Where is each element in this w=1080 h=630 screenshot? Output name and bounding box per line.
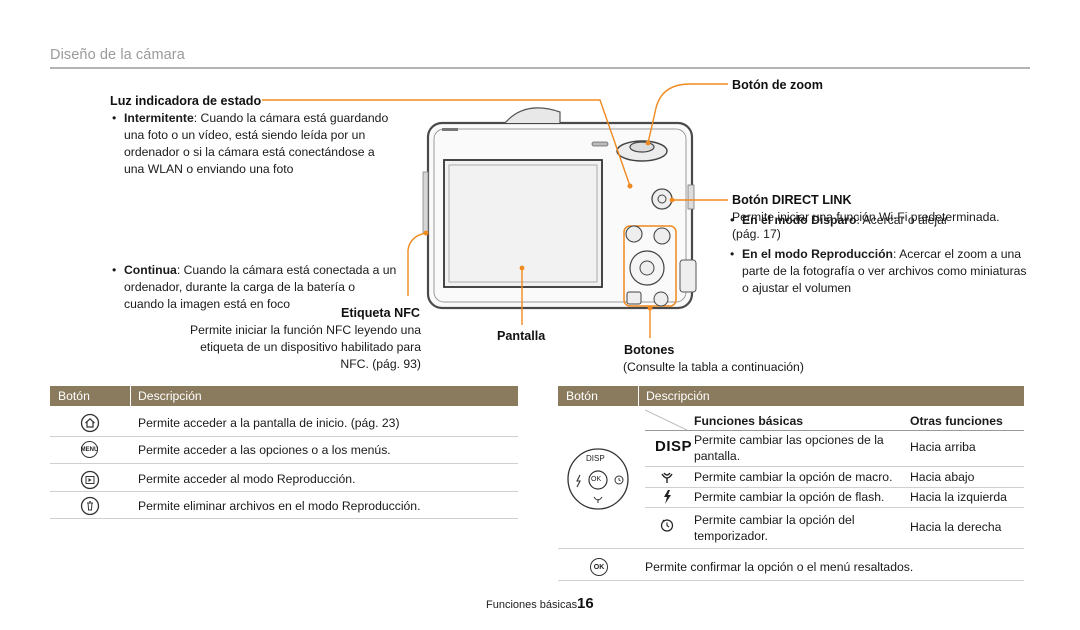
left-table-col-description: Descripción bbox=[138, 389, 202, 403]
timer-icon bbox=[659, 517, 675, 533]
left-table-row-text: Permite acceder a la pantalla de inicio.… bbox=[138, 416, 400, 430]
disp-icon: DISP bbox=[655, 438, 693, 455]
macro-icon bbox=[660, 470, 674, 484]
right-table-basic: Permite cambiar la opción del temporizad… bbox=[694, 513, 855, 543]
camera-illustration bbox=[262, 83, 728, 338]
ok-row-text: Permite confirmar la opción o el menú re… bbox=[645, 560, 914, 574]
playback-icon bbox=[80, 470, 100, 490]
right-table-col-button: Botón bbox=[566, 389, 598, 403]
subheader-basic: Funciones básicas bbox=[694, 414, 804, 428]
zoom-item-label: En el modo Reproducción bbox=[742, 247, 893, 261]
right-table-other: Hacia arriba bbox=[910, 440, 976, 454]
status-light-item-text: : Cuando la cámara está conectada a un o… bbox=[124, 263, 397, 311]
subheader-diagonal bbox=[645, 409, 687, 431]
zoom-item-playback: En el modo Reproducción: Acercar el zoom… bbox=[730, 246, 1032, 297]
left-table-row-text: Permite acceder a las opciones o a los m… bbox=[138, 443, 391, 457]
status-light-item-steady: Continua: Cuando la cámara está conectad… bbox=[112, 262, 398, 313]
right-table-basic: Permite cambiar las opciones de la panta… bbox=[694, 433, 884, 463]
zoom-item-text: : Acercar el zoom a una parte de la foto… bbox=[742, 247, 1027, 295]
right-table-header: Botón Descripción bbox=[558, 386, 1024, 406]
right-table-other: Hacia la derecha bbox=[910, 520, 1002, 534]
zoom-item-label: En el modo Disparo bbox=[742, 213, 857, 227]
nfc-title: Etiqueta NFC bbox=[340, 306, 420, 320]
right-table-other: Hacia abajo bbox=[910, 470, 975, 484]
right-table-basic: Permite cambiar la opción de macro. bbox=[694, 470, 893, 484]
dial-ok-label: OK bbox=[591, 476, 602, 483]
status-light-item-label: Intermitente bbox=[124, 111, 194, 125]
status-light-title: Luz indicadora de estado bbox=[110, 94, 262, 108]
dial-disp-label: DISP bbox=[586, 454, 605, 463]
status-light-item-text: : Cuando la cámara está guardando una fo… bbox=[124, 111, 389, 176]
left-table-row-text: Permite eliminar archivos en el modo Rep… bbox=[138, 499, 421, 513]
direct-link-button bbox=[651, 188, 673, 210]
status-light-item-blinking: Intermitente: Cuando la cámara está guar… bbox=[112, 110, 394, 178]
left-table-row-text: Permite acceder al modo Reproducción. bbox=[138, 472, 356, 486]
menu-icon: MENU bbox=[81, 441, 98, 458]
buttons-description: (Consulte la tabla a continuación) bbox=[623, 360, 804, 374]
section-divider bbox=[50, 67, 1030, 69]
right-table-other: Hacia la izquierda bbox=[910, 490, 1007, 504]
home-icon bbox=[80, 413, 100, 433]
zoom-item-text: : Acercar o alejar bbox=[856, 213, 948, 227]
status-light-item-label: Continua bbox=[124, 263, 177, 277]
zoom-title: Botón de zoom bbox=[732, 78, 823, 92]
left-table-header: Botón Descripción bbox=[50, 386, 518, 406]
subheader-other: Otras funciones bbox=[910, 414, 1003, 428]
direct-link-title: Botón DIRECT LINK bbox=[732, 193, 852, 207]
direct-link-description: Permite iniciar una función Wi-Fi predet… bbox=[732, 210, 1000, 241]
buttons-title: Botones bbox=[624, 343, 675, 357]
nfc-description: Permite iniciar la función NFC leyendo u… bbox=[190, 323, 421, 371]
footer-section: Funciones básicas bbox=[486, 599, 578, 611]
right-table-basic: Permite cambiar la opción de flash. bbox=[694, 490, 885, 504]
right-table-col-description: Descripción bbox=[646, 389, 710, 403]
screen-label: Pantalla bbox=[497, 329, 546, 343]
flash-icon bbox=[661, 489, 673, 505]
section-title: Diseño de la cámara bbox=[50, 47, 185, 63]
ok-icon: OK bbox=[590, 558, 608, 576]
zoom-item-shooting: En el modo Disparo: Acercar o alejar bbox=[730, 212, 1032, 229]
trash-icon bbox=[80, 496, 100, 516]
left-table-col-button: Botón bbox=[58, 389, 90, 403]
dial-pad-icon: DISP OK bbox=[566, 447, 630, 511]
page-number: 16 bbox=[577, 595, 594, 612]
